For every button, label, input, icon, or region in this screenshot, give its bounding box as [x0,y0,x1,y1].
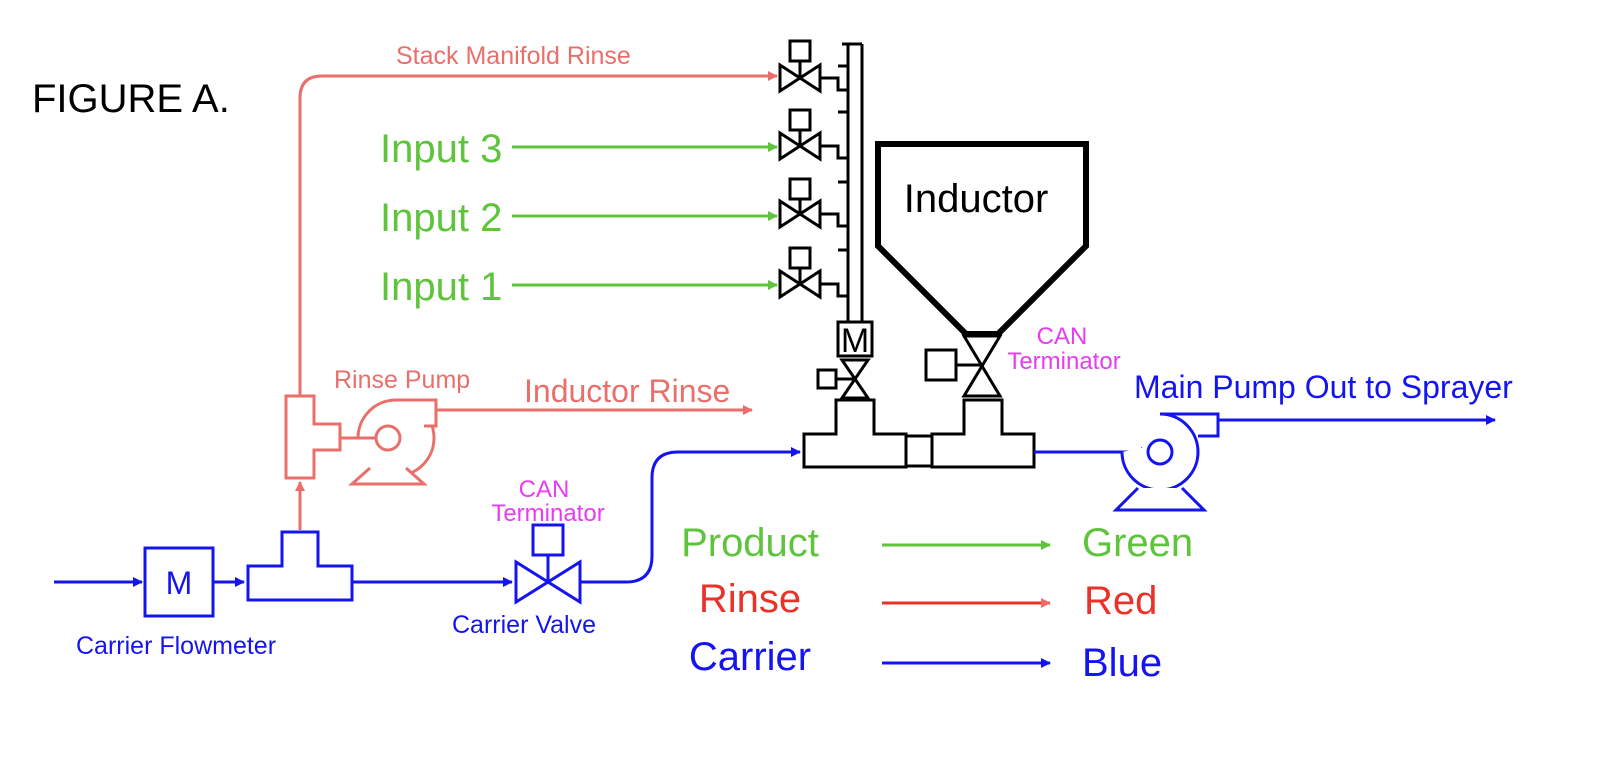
can-terminator-carrier-line2: Terminator [491,500,604,527]
input-1-label: Input 1 [380,265,502,309]
stack-manifold-rinse-line [298,71,778,396]
mixing-tee-right [930,398,1036,469]
manifold-shutoff-valve[interactable] [816,358,871,400]
inductor-rinse-label: Inductor Rinse [524,373,730,409]
inductor-valve[interactable] [924,334,1003,398]
carrier-circuit: M Carrier Flowmeter Carrier Valve Main P… [54,369,1513,660]
manifold-valve-input-1[interactable] [778,246,822,300]
legend-product-color: Green [1082,521,1193,565]
input-2-label: Input 2 [380,196,502,240]
manifold-flowmeter-symbol: M [841,322,869,360]
stack-manifold-rinse-label: Stack Manifold Rinse [396,42,631,70]
carrier-valve-label: Carrier Valve [452,611,596,639]
manifold-valve-rinse[interactable] [778,39,822,94]
legend: Product Green Rinse Red Carrier Blue [681,521,1193,685]
can-terminator-inductor-line1: CAN [1037,323,1088,350]
can-terminator-carrier-line1: CAN [519,476,570,503]
manifold-valve-input-3[interactable] [778,108,822,162]
tee-coupler [904,434,934,468]
legend-carrier-label: Carrier [689,635,811,679]
can-terminator-inductor-line2: Terminator [1007,348,1120,375]
carrier-to-mix-line [580,447,801,584]
carrier-valve[interactable] [514,523,582,605]
inductor-label: Inductor [904,177,1049,221]
rinse-pump-label: Rinse Pump [334,366,470,394]
product-inputs: Input 3 Input 2 Input 1 [380,127,778,309]
stack-manifold [820,42,864,322]
rinse-pump[interactable] [340,398,438,486]
rinse-tee [284,394,342,480]
input-3-label: Input 3 [380,127,502,171]
rinse-circuit: Stack Manifold Rinse Rinse Pump Inductor… [284,42,778,530]
legend-carrier-color: Blue [1082,641,1162,685]
main-pump[interactable] [1112,412,1220,512]
carrier-flowmeter-label: Carrier Flowmeter [76,632,276,660]
carrier-flowmeter-symbol: M [166,565,193,601]
can-terminator-carrier: CAN Terminator [491,476,604,527]
can-terminator-inductor: CAN Terminator [1007,323,1120,375]
manifold-valve-input-2[interactable] [778,177,822,230]
inductor-hopper: Inductor [875,141,1089,337]
manifold-flowmeter: M [836,320,874,360]
mixing-tee-left [802,398,908,469]
carrier-tee [246,530,354,602]
legend-product-label: Product [681,521,819,565]
carrier-flowmeter: M [143,546,215,618]
figure-title: FIGURE A. [32,77,230,121]
main-pump-out-label: Main Pump Out to Sprayer [1134,369,1513,405]
legend-rinse-label: Rinse [699,577,801,621]
legend-rinse-color: Red [1084,579,1157,623]
